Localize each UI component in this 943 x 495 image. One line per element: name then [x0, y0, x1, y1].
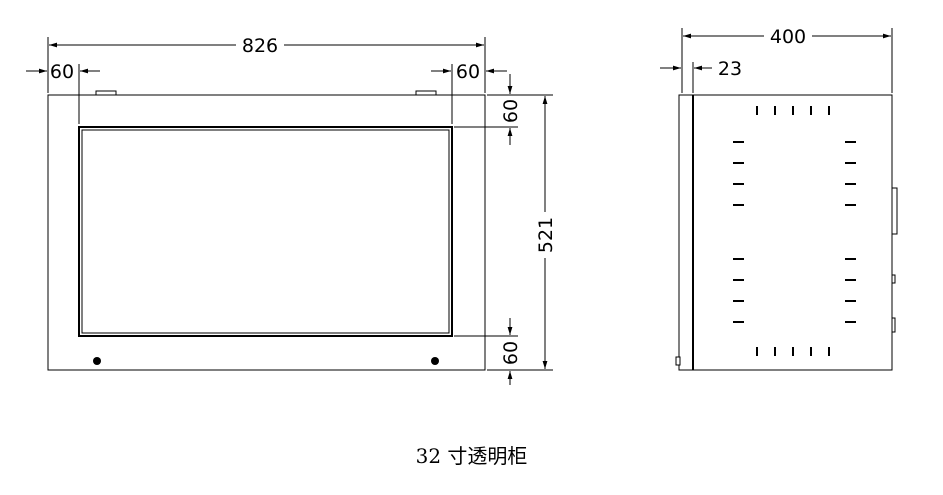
- side-handle: [891, 187, 898, 235]
- left-margin-label: 60: [50, 61, 74, 83]
- front-width-label: 826: [242, 35, 278, 57]
- front-view: 826 60 60 521 60 60: [26, 35, 557, 385]
- front-cabinet-outline: [47, 94, 486, 371]
- front-height-label: 521: [535, 217, 557, 253]
- side-cabinet-outline: [681, 94, 893, 371]
- door-thickness-label: 23: [718, 58, 742, 80]
- vent-slots-bottom: [756, 347, 830, 356]
- right-margin-label: 60: [456, 61, 480, 83]
- lock-hole-right: [431, 357, 439, 365]
- vent-slots-right: [845, 141, 856, 323]
- top-hinge-right: [415, 90, 437, 96]
- bottom-margin-label: 60: [500, 341, 522, 365]
- screen-inner: [81, 129, 450, 334]
- top-margin-label: 60: [500, 99, 522, 123]
- vent-slots-left: [733, 141, 744, 323]
- side-door-panel: [678, 94, 694, 371]
- side-depth-label: 400: [770, 26, 806, 48]
- side-view: 400 23: [660, 26, 898, 371]
- lock-hole-left: [93, 357, 101, 365]
- top-hinge-left: [95, 90, 117, 96]
- vent-slots-top: [756, 106, 830, 115]
- figure-caption: 32 寸透明柜: [415, 444, 528, 468]
- screen-window: [78, 126, 453, 337]
